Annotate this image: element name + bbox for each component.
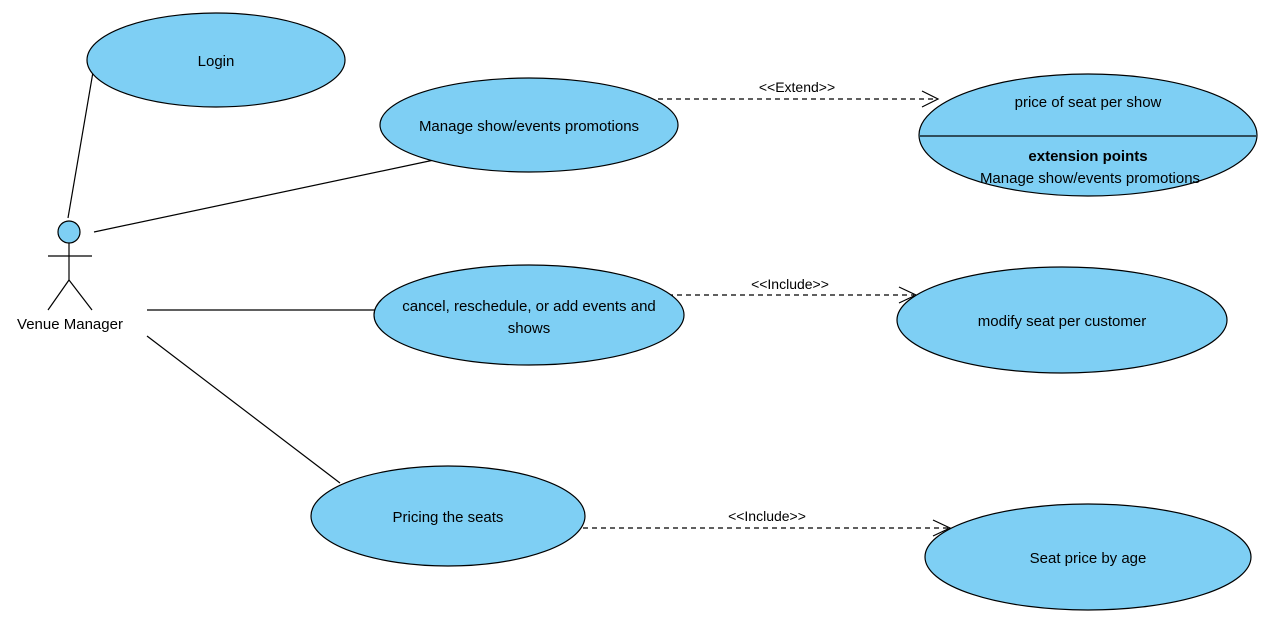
use-case-price-per-show[interactable]: price of seat per show extension points …: [918, 73, 1258, 197]
use-case-manage-promotions-label: Manage show/events promotions: [419, 118, 639, 135]
use-case-modify-seat-label: modify seat per customer: [978, 313, 1146, 330]
use-case-login[interactable]: Login: [86, 12, 346, 108]
use-case-cancel-reschedule[interactable]: cancel, reschedule, or add events and sh…: [373, 264, 685, 366]
use-case-modify-seat[interactable]: modify seat per customer: [896, 266, 1228, 374]
use-case-cancel-reschedule-label-line2: shows: [508, 320, 551, 337]
use-case-login-label: Login: [198, 53, 235, 70]
use-case-cancel-reschedule-label-line1: cancel, reschedule, or add events and: [402, 298, 656, 315]
extend-label: <<Extend>>: [759, 79, 835, 95]
extend-dependency[interactable]: [658, 90, 940, 108]
use-case-seat-price-age-label: Seat price by age: [1030, 550, 1147, 567]
stick-figure-icon: [47, 220, 93, 311]
use-case-pricing-seats-label: Pricing the seats: [393, 509, 504, 526]
actor-venue-manager[interactable]: Venue Manager: [17, 220, 123, 333]
association-pricing-seats[interactable]: [146, 335, 341, 484]
use-case-price-per-show-label: price of seat per show: [1015, 94, 1162, 111]
include-label-modify-seat: <<Include>>: [751, 276, 829, 292]
include-label-seat-price-age: <<Include>>: [728, 508, 806, 524]
association-manage-promotions[interactable]: [93, 159, 435, 233]
include-dependency-seat-price-age[interactable]: [583, 519, 952, 537]
use-case-seat-price-age[interactable]: Seat price by age: [924, 503, 1252, 611]
extension-point-item: Manage show/events promotions: [980, 170, 1200, 187]
use-case-pricing-seats[interactable]: Pricing the seats: [310, 465, 586, 567]
association-login[interactable]: [67, 71, 94, 219]
actor-name: Venue Manager: [17, 316, 123, 333]
extension-points-title: extension points: [1028, 148, 1147, 165]
use-case-manage-promotions[interactable]: Manage show/events promotions: [379, 77, 679, 173]
